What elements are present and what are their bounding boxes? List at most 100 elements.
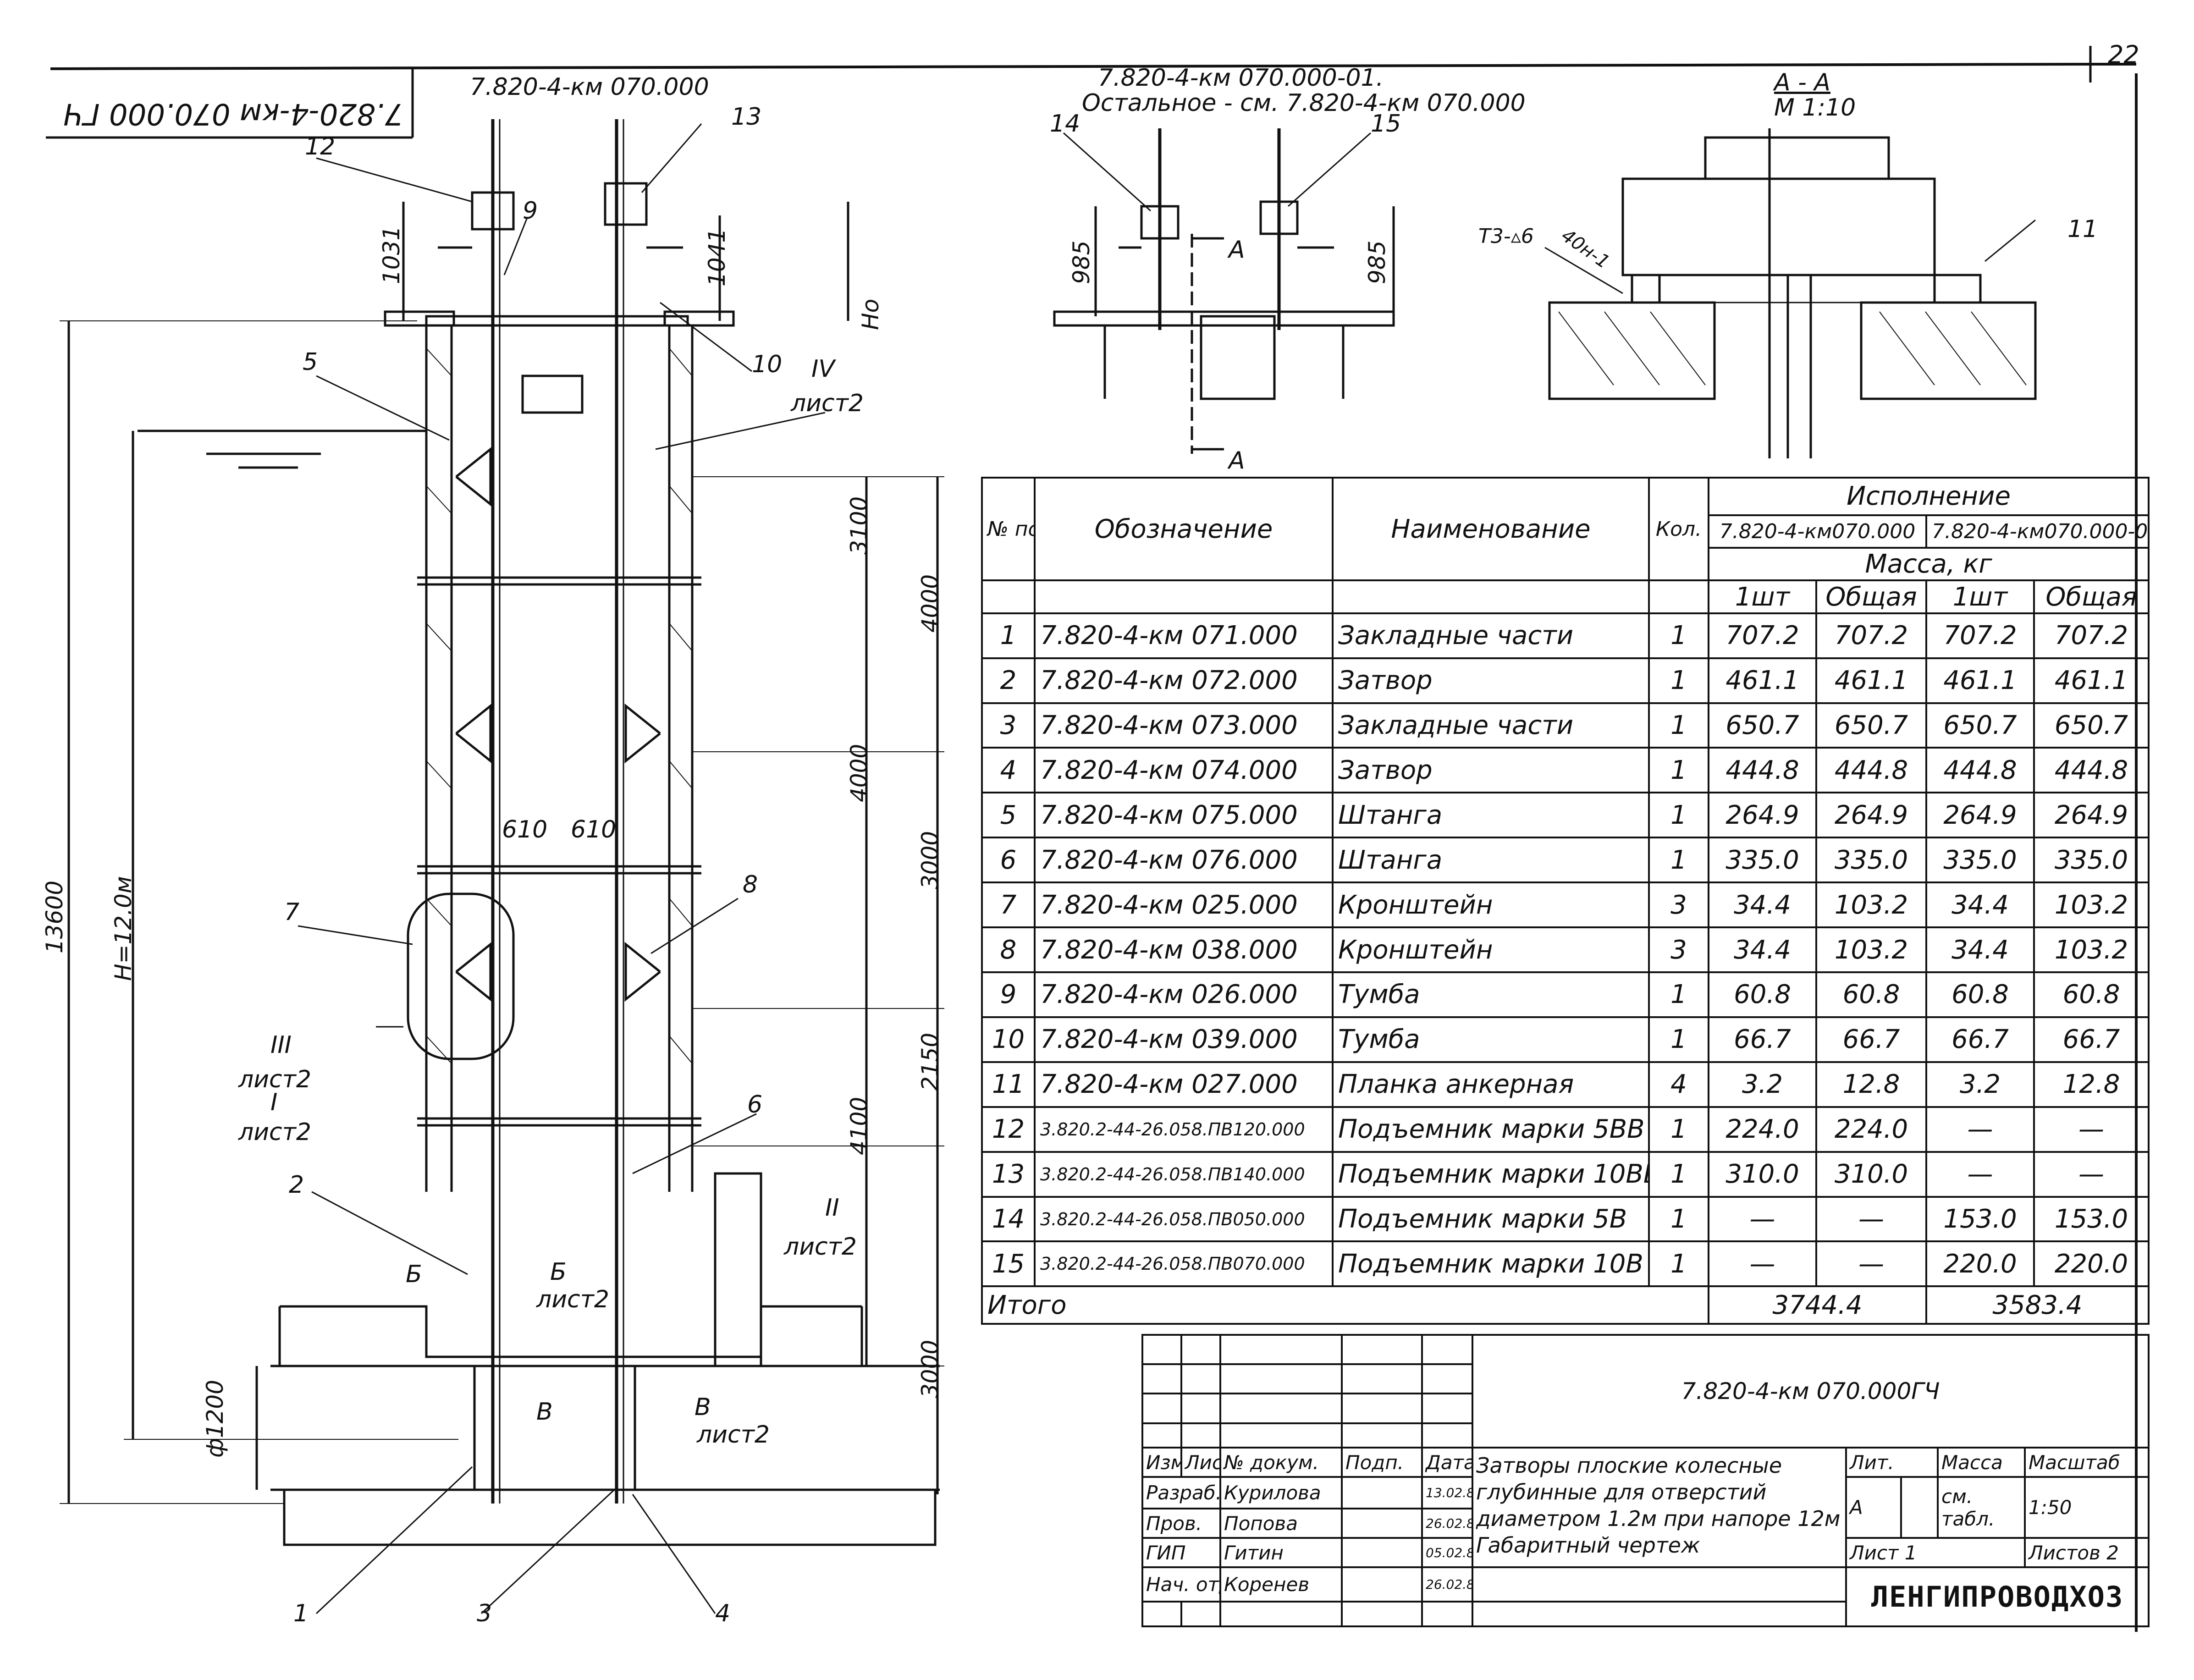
dim-2150: 2150: [917, 1032, 943, 1091]
cell-designation: 7.820-4-км 071.000: [1034, 612, 1334, 659]
cell-total-mass-2: 103.2: [2033, 881, 2150, 929]
dim-3100: 3100: [846, 496, 872, 555]
cell-total-mass-2: 60.8: [2033, 971, 2150, 1018]
cell-name: Затвор: [1332, 657, 1650, 704]
top-slab: [425, 315, 689, 327]
pos-4-label: 4: [715, 1600, 731, 1627]
col-header-unit-2: 1шт: [1925, 579, 2035, 614]
dim-985-left: 985: [1068, 240, 1095, 284]
document-description: Затворы плоские колесные глубинные для о…: [1476, 1453, 1841, 1531]
cell-qty: 3: [1648, 881, 1709, 929]
cell-designation: 7.820-4-км 072.000: [1034, 657, 1334, 704]
cell-unit-mass-1: 310.0: [1708, 1151, 1817, 1198]
section-i-mark: I: [270, 1089, 278, 1116]
cut-b-sheet: лист2: [536, 1286, 609, 1313]
cell-total-mass-1: 60.8: [1815, 971, 1927, 1018]
dim-610-right: 610: [571, 816, 617, 843]
cell-pos: 9: [981, 971, 1036, 1018]
col-header-qty: Кол.: [1648, 476, 1709, 582]
cell-unit-mass-2: 335.0: [1925, 837, 2035, 884]
cell-unit-mass-2: 66.7: [1925, 1016, 2035, 1063]
cut-a-top: А: [1229, 236, 1245, 264]
scale-value: 1:50: [2023, 1476, 2150, 1539]
mass-value: см. табл.: [1937, 1476, 2026, 1539]
dim-h0: Hо: [857, 298, 884, 330]
col-header-total-2: Общая: [2033, 579, 2150, 614]
dim-985-right: 985: [1364, 240, 1390, 284]
cell-total-mass-1: 66.7: [1815, 1016, 1927, 1063]
pos-7-label: 7: [284, 898, 300, 926]
dim-3000-lower: 3000: [917, 1339, 943, 1398]
cell-pos: 3: [981, 702, 1036, 749]
cell-name: Подъемник марки 10ВВ: [1332, 1151, 1650, 1198]
cell-unit-mass-2: 3.2: [1925, 1061, 2035, 1108]
cell-total-mass-1: 12.8: [1815, 1061, 1927, 1108]
dim-4000-inner: 4000: [846, 744, 872, 802]
document-description-2: Габаритный чертеж: [1476, 1533, 1700, 1558]
weld-mark: Т3-▵6: [1478, 225, 1534, 248]
cell-total-mass-1: —: [1815, 1195, 1927, 1243]
variant-view-drawing: [1053, 128, 1395, 454]
cell-unit-mass-2: 60.8: [1925, 971, 2035, 1018]
pos-11-label: 11: [2067, 215, 2098, 243]
cell-qty: 1: [1648, 837, 1709, 884]
cell-total-mass-2: 12.8: [2033, 1061, 2150, 1108]
tb-header-sign: Подп.: [1341, 1447, 1423, 1478]
cell-name: Тумба: [1332, 1016, 1650, 1063]
cell-unit-mass-1: 264.9: [1708, 792, 1817, 839]
role-checker: Пров.: [1141, 1507, 1221, 1539]
pos-14-label: 14: [1050, 110, 1080, 138]
cell-name: Закладные части: [1332, 702, 1650, 749]
cell-qty: 1: [1648, 971, 1709, 1018]
cell-name: Кронштейн: [1332, 881, 1650, 929]
sheet-number: 22: [2108, 40, 2139, 69]
section-aa-scale: М 1:10: [1774, 94, 1856, 121]
cell-total-mass-2: 66.7: [2033, 1016, 2150, 1063]
cell-pos: 15: [981, 1240, 1036, 1288]
cell-qty: 1: [1648, 1016, 1709, 1063]
role-gip: ГИП: [1141, 1537, 1221, 1569]
tb-header-izm: Изм.: [1141, 1447, 1182, 1478]
cell-name: Кронштейн: [1332, 926, 1650, 974]
tb-header-date: Дата: [1421, 1447, 1473, 1478]
cut-v-right: В: [695, 1394, 711, 1421]
section-ii-sheet: лист2: [784, 1233, 857, 1261]
cell-total-mass-2: —: [2033, 1106, 2150, 1153]
role-head: Нач. отд.: [1141, 1566, 1221, 1603]
cell-pos: 5: [981, 792, 1036, 839]
section-i-sheet: лист2: [238, 1118, 311, 1146]
cell-unit-mass-2: 650.7: [1925, 702, 2035, 749]
cell-unit-mass-1: 444.8: [1708, 747, 1817, 794]
cell-unit-mass-2: 34.4: [1925, 881, 2035, 929]
date-checker: 26.02.87: [1421, 1507, 1473, 1539]
cut-v-sheet: лист2: [697, 1421, 770, 1449]
cell-qty: 1: [1648, 702, 1709, 749]
cell-total-mass-2: 264.9: [2033, 792, 2150, 839]
cell-pos: 14: [981, 1195, 1036, 1243]
cell-total-mass-1: 650.7: [1815, 702, 1927, 749]
dim-diameter-1200: ф1200: [202, 1380, 228, 1458]
cell-total-mass-1: 103.2: [1815, 881, 1927, 929]
pos-9-label: 9: [523, 197, 538, 225]
main-view-title: 7.820-4-км 070.000: [470, 73, 709, 101]
pos-1-label: 1: [293, 1600, 309, 1627]
cell-name: Затвор: [1332, 747, 1650, 794]
cell-total-mass-1: 335.0: [1815, 837, 1927, 884]
section-aa-title: А - А: [1774, 69, 1830, 96]
cell-unit-mass-1: —: [1708, 1195, 1817, 1243]
cell-total-mass-2: —: [2033, 1151, 2150, 1198]
cell-name: Штанга: [1332, 792, 1650, 839]
cell-unit-mass-1: 224.0: [1708, 1106, 1817, 1153]
cell-designation: 7.820-4-км 039.000: [1034, 1016, 1334, 1063]
cell-total-mass-2: 220.0: [2033, 1240, 2150, 1288]
dim-h12: H=12.0м: [110, 876, 137, 981]
cell-total-mass-1: 707.2: [1815, 612, 1927, 659]
dim-4100: 4100: [846, 1096, 872, 1155]
col-header-designation: Обозначение: [1034, 476, 1334, 582]
col-header-name: Наименование: [1332, 476, 1650, 582]
